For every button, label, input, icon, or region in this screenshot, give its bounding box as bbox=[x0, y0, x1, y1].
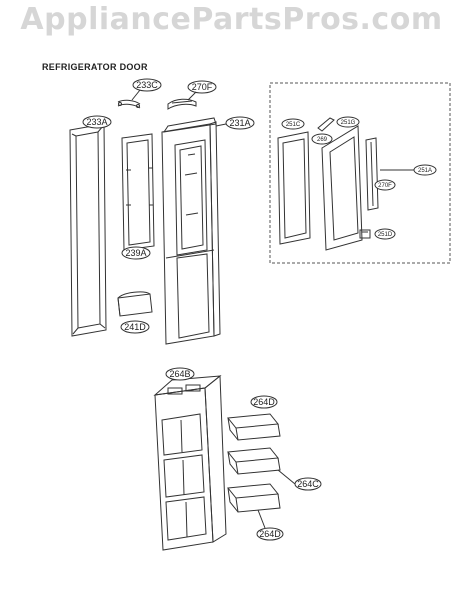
inset-clip-part bbox=[317, 117, 335, 132]
callout-270F: 270F bbox=[187, 80, 217, 101]
svg-text:251C: 251C bbox=[286, 122, 301, 128]
door-gasket-part bbox=[69, 123, 107, 337]
svg-text:251D: 251D bbox=[378, 232, 393, 238]
inset-latch-part bbox=[359, 229, 371, 239]
callout-264C: 264C bbox=[277, 469, 322, 491]
callout-233C: 233C bbox=[131, 78, 162, 101]
callout-233A: 233A bbox=[82, 115, 112, 129]
inset-hinge-strip-part bbox=[365, 137, 379, 211]
callout-264D-1: 264D bbox=[250, 395, 278, 409]
inset-gasket-part bbox=[277, 131, 311, 245]
svg-text:251G: 251G bbox=[341, 120, 356, 126]
callout-264D-2: 264D bbox=[256, 509, 284, 541]
callout-270F-b: 270F bbox=[374, 179, 396, 191]
hinge-cap-part bbox=[117, 99, 141, 109]
detail-inset-box bbox=[269, 82, 451, 264]
refrigerator-door-assembly bbox=[161, 117, 221, 345]
inset-door-frame-part bbox=[321, 125, 363, 251]
callout-264B: 264B bbox=[165, 367, 195, 381]
door-bin-small-part bbox=[117, 291, 153, 317]
svg-text:270F: 270F bbox=[192, 82, 213, 92]
svg-text:264C: 264C bbox=[297, 479, 319, 489]
callout-269: 269 bbox=[311, 133, 333, 145]
svg-text:264B: 264B bbox=[169, 369, 190, 379]
svg-text:269: 269 bbox=[317, 137, 328, 143]
svg-text:270F: 270F bbox=[378, 183, 392, 189]
hinge-cover-part bbox=[167, 98, 197, 110]
door-bin-upper-part bbox=[227, 413, 281, 441]
inner-door-frame-part bbox=[121, 133, 155, 251]
door-bin-middle-part bbox=[227, 447, 281, 475]
callout-251D: 251D bbox=[374, 228, 396, 240]
callout-231A: 231A bbox=[215, 116, 255, 130]
svg-text:264D: 264D bbox=[259, 529, 281, 539]
svg-text:251A: 251A bbox=[418, 168, 432, 174]
svg-text:233A: 233A bbox=[86, 117, 107, 127]
section-title: REFRIGERATOR DOOR bbox=[42, 62, 148, 72]
svg-text:233C: 233C bbox=[136, 80, 158, 90]
svg-text:239A: 239A bbox=[125, 248, 146, 258]
svg-text:231A: 231A bbox=[229, 118, 250, 128]
callout-239A: 239A bbox=[121, 246, 151, 260]
door-bin-lower-part bbox=[227, 483, 281, 513]
door-liner-part bbox=[153, 374, 227, 551]
site-watermark: AppliancePartsPros.com bbox=[20, 2, 443, 37]
callout-251C: 251C bbox=[281, 118, 305, 130]
svg-text:241D: 241D bbox=[124, 322, 146, 332]
callout-251G: 251G bbox=[336, 116, 360, 128]
callout-251A: 251A bbox=[380, 164, 437, 176]
callout-241D: 241D bbox=[120, 320, 150, 334]
svg-text:264D: 264D bbox=[253, 397, 275, 407]
